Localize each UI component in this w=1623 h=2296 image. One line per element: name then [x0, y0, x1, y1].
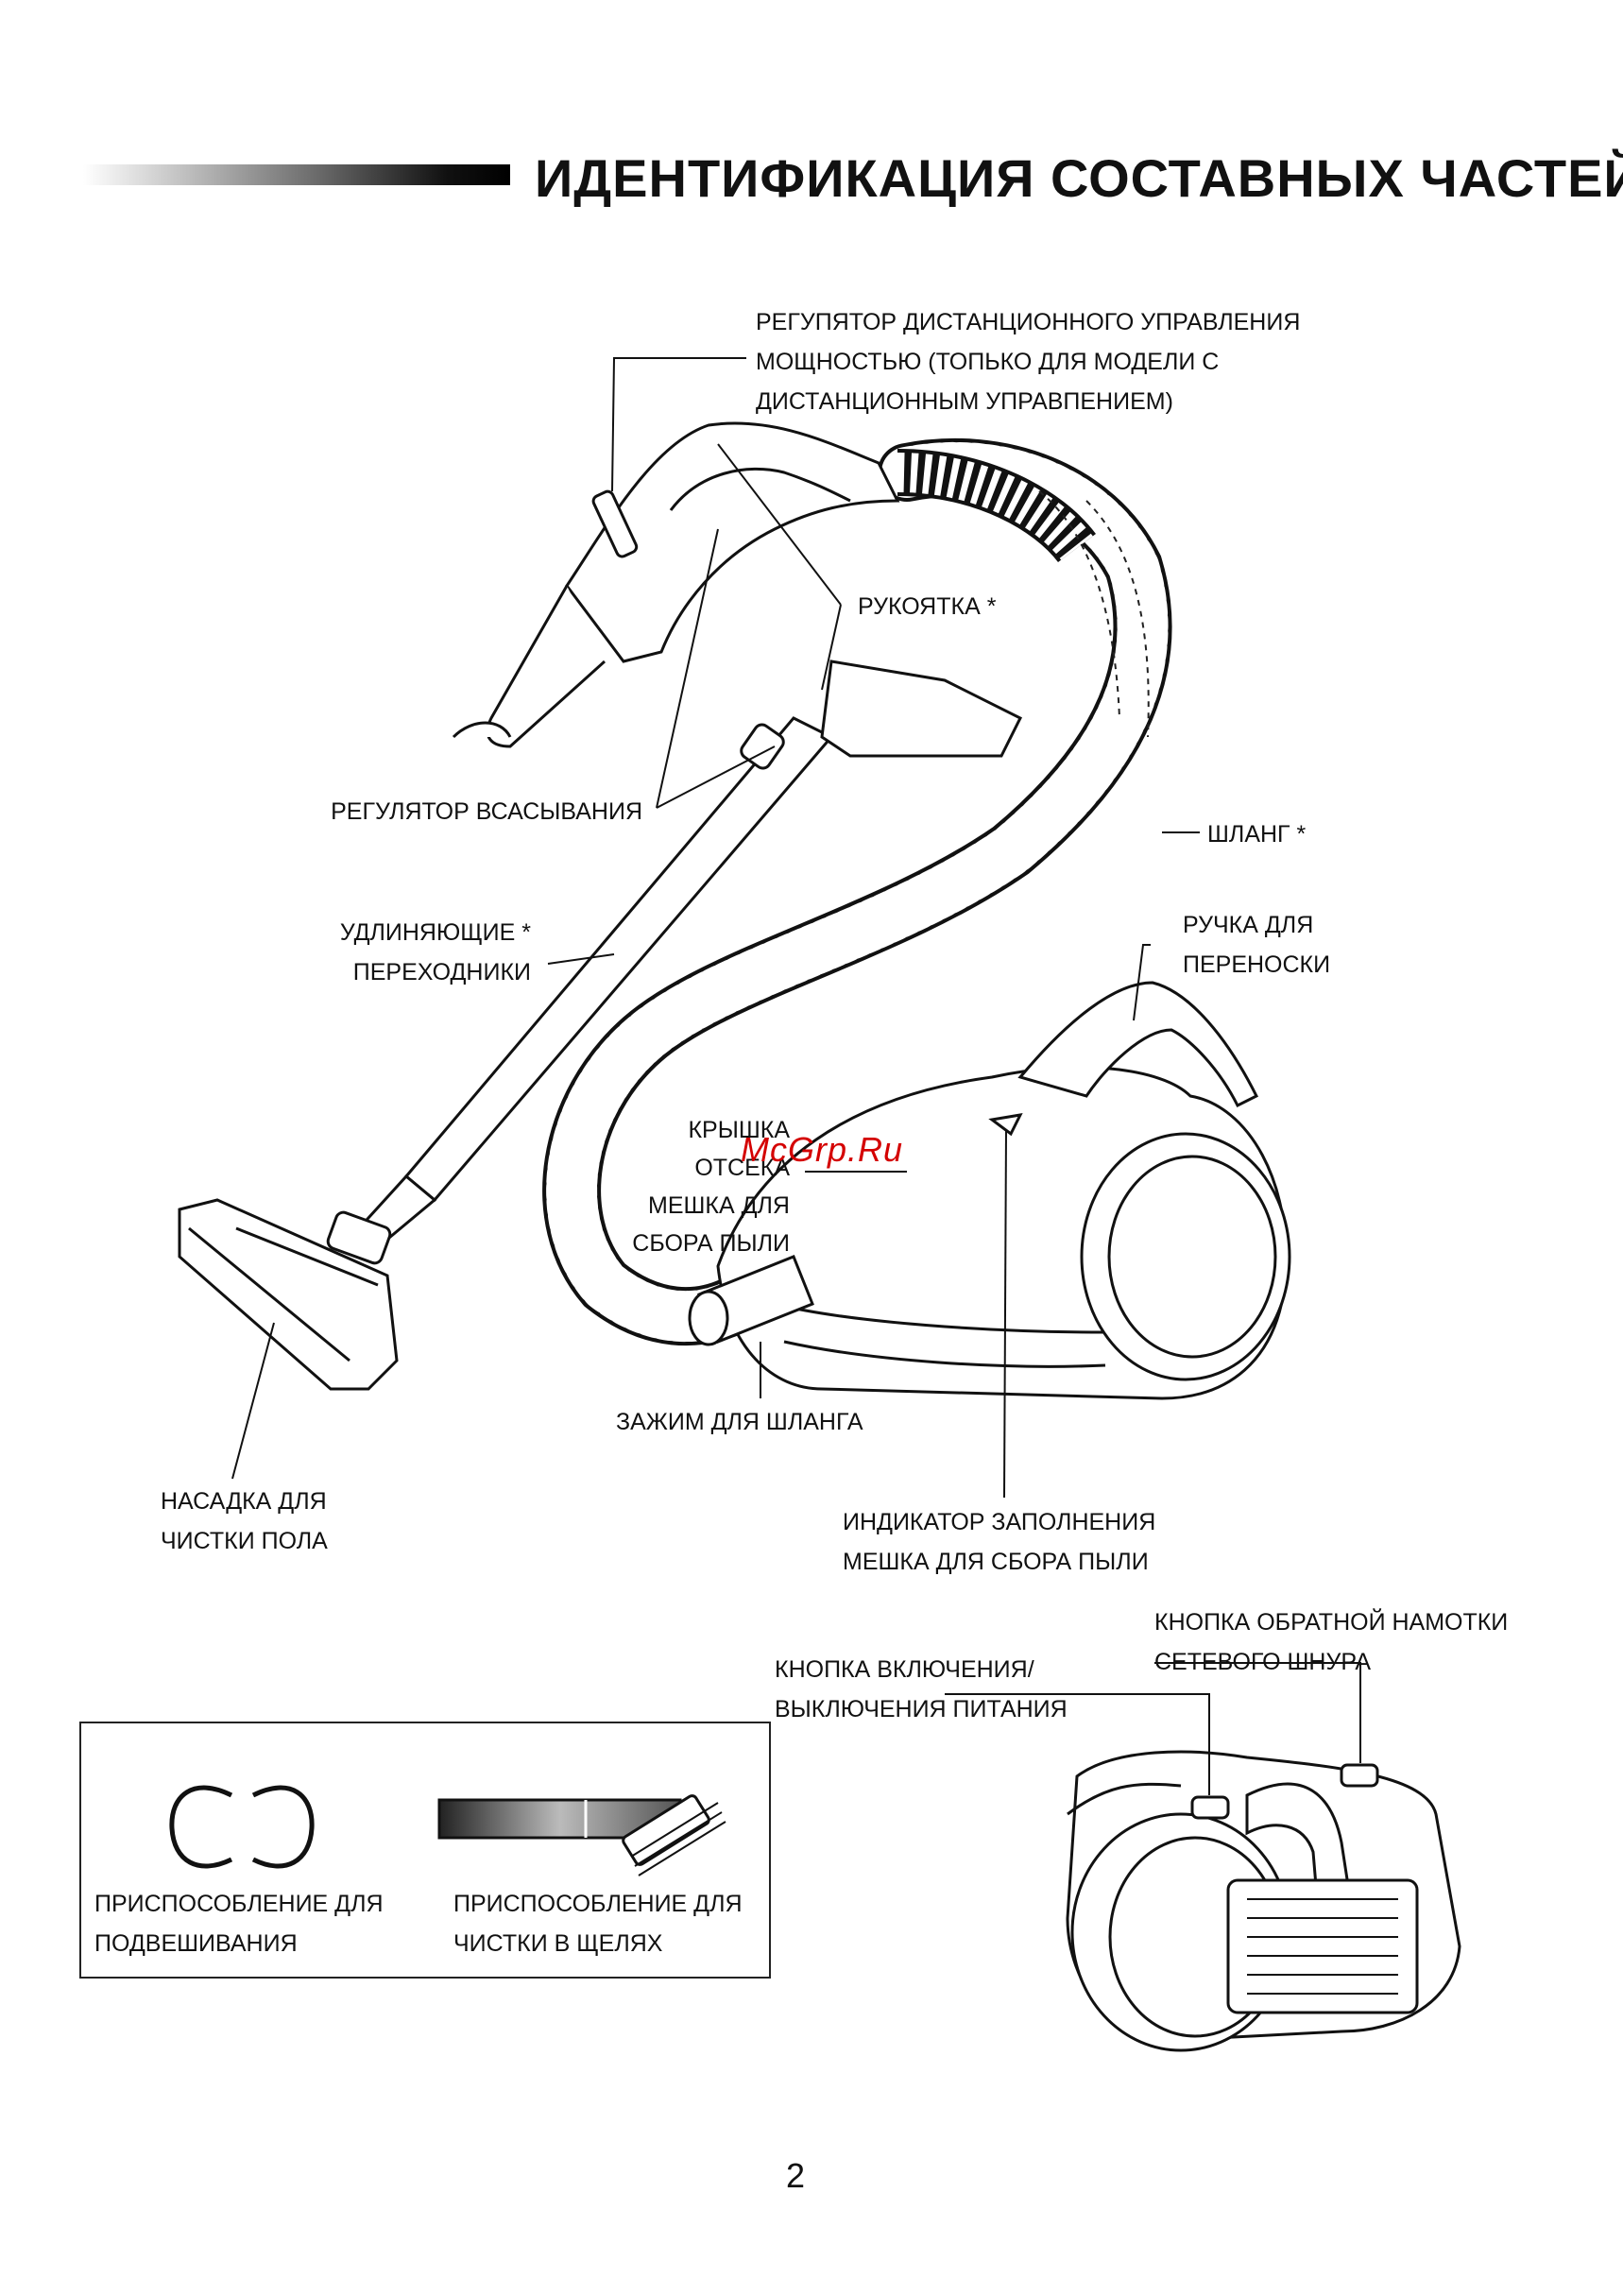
- label-cord-rewind-button: КНОПКА ОБРАТНОЙ НАМОТКИ СЕТЕВОГО ШНУРА: [1154, 1602, 1508, 1682]
- suction-leader: [656, 745, 776, 809]
- label-remote-control: РЕГУПЯТОР ДИСТАНЦИОННОГО УПРАВЛЕНИЯ МОЩН…: [756, 302, 1300, 421]
- cover-line-3: МЕШКА ДЛЯ: [648, 1192, 790, 1219]
- detail-leaders: [945, 1662, 1361, 1795]
- hanger-clip-icon: [169, 1785, 315, 1869]
- label-hose: ШЛАНГ *: [1207, 821, 1307, 848]
- carry-line-2: ПЕРЕНОСКИ: [1183, 951, 1331, 978]
- cover-line-1: КРЫШКА: [688, 1117, 790, 1143]
- floor-nozzle: [178, 1198, 399, 1391]
- label-hose-clamp: ЗАЖИМ ДЛЯ ШЛАНГА: [616, 1409, 863, 1435]
- indicator-leader: [1003, 1128, 1007, 1499]
- nozzle-line-1: НАСАДКА ДЛЯ: [161, 1488, 327, 1515]
- extension-leader: [547, 953, 615, 965]
- handle-leader: [821, 604, 842, 691]
- watermark: McGrp.Ru: [741, 1130, 904, 1169]
- label-extension-tubes: УДЛИНЯЮЩИЕ * ПЕРЕХОДНИКИ: [283, 913, 531, 992]
- detail-view: [1066, 1750, 1461, 2052]
- extension-line-2: ПЕРЕХОДНИКИ: [352, 959, 531, 985]
- carry-line-1: РУЧКА ДЛЯ: [1183, 912, 1314, 938]
- indicator-line-2: МЕШКА ДЛЯ СБОРА ПЫЛИ: [843, 1549, 1149, 1575]
- vacuum-body: [688, 981, 1291, 1400]
- power-line-1: КНОПКА ВКЛЮЧЕНИЯ/: [775, 1656, 1034, 1683]
- remote-leader: [611, 357, 746, 492]
- label-carry-handle: РУЧКА ДЛЯ ПЕРЕНОСКИ: [1183, 905, 1330, 985]
- page-title: ИДЕНТИФИКАЦИЯ СОСТАВНЫХ ЧАСТЕЙ: [535, 148, 1623, 208]
- nozzle-leader: [231, 1322, 275, 1480]
- carry-leader: [1133, 944, 1151, 1021]
- label-floor-nozzle: НАСАДКА ДЛЯ ЧИСТКИ ПОЛА: [161, 1482, 328, 1561]
- cord-rewind-line-1: КНОПКА ОБРАТНОЙ НАМОТКИ: [1154, 1609, 1509, 1636]
- label-dust-bag-cover: КРЫШКА ОТСЕКА МЕШКА ДЛЯ СБОРА ПЫЛИ: [567, 1111, 790, 1262]
- power-line-2: ВЫКЛЮЧЕНИЯ ПИТАНИЯ: [775, 1696, 1068, 1722]
- label-handle: РУКОЯТКА *: [858, 593, 997, 620]
- remote-line-3: ДИСТАНЦИОННЫМ УПРАВПЕНИЕМ): [756, 388, 1173, 415]
- crevice-brush-icon: [437, 1794, 726, 1876]
- crevice-line-1: ПРИСПОСОБЛЕНИЕ ДЛЯ: [453, 1891, 743, 1917]
- hanger-line-2: ПОДВЕШИВАНИЯ: [94, 1930, 298, 1957]
- remote-line-1: РЕГУПЯТОР ДИСТАНЦИОННОГО УПРАВЛЕНИЯ: [756, 309, 1301, 335]
- label-suction-regulator: РЕГУЛЯТОР ВСАСЫВАНИЯ: [331, 798, 642, 825]
- cord-rewind-button-shape: [1340, 1763, 1379, 1788]
- upper-hose: [897, 449, 1150, 738]
- nozzle-line-2: ЧИСТКИ ПОЛА: [161, 1528, 328, 1554]
- cord-rewind-line-2: СЕТЕВОГО ШНУРА: [1154, 1649, 1372, 1675]
- leader-lines: [231, 357, 1200, 1499]
- cover-line-4: СБОРА ПЫЛИ: [632, 1230, 790, 1257]
- extension-line-1: УДЛИНЯЮЩИЕ *: [339, 919, 531, 946]
- accessory-crevice-label: ПРИСПОСОБЛЕНИЕ ДЛЯ ЧИСТКИ В ЩЕЛЯХ: [453, 1884, 743, 1963]
- label-bag-full-indicator: ИНДИКАТОР ЗАПОЛНЕНИЯ МЕШКА ДЛЯ СБОРА ПЫЛ…: [843, 1502, 1155, 1582]
- crevice-line-2: ЧИСТКИ В ЩЕЛЯХ: [453, 1930, 663, 1957]
- accessory-hanger-label: ПРИСПОСОБЛЕНИЕ ДЛЯ ПОДВЕШИВАНИЯ: [94, 1884, 384, 1963]
- cover-line-2: ОТСЕКА: [694, 1155, 790, 1181]
- remote-handle: [452, 421, 900, 748]
- indicator-line-1: ИНДИКАТОР ЗАПОЛНЕНИЯ: [843, 1509, 1156, 1535]
- label-power-button: КНОПКА ВКЛЮЧЕНИЯ/ ВЫКЛЮЧЕНИЯ ПИТАНИЯ: [775, 1650, 1068, 1729]
- remote-line-2: МОЩНОСТЬЮ (ТОПЬКО ДЛЯ МОДЕЛИ С: [756, 349, 1220, 375]
- power-button-shape: [1190, 1795, 1230, 1820]
- hanger-line-1: ПРИСПОСОБЛЕНИЕ ДЛЯ: [94, 1891, 384, 1917]
- page-number: 2: [786, 2156, 806, 2195]
- accessories-box: [79, 1722, 771, 1979]
- title-gradient-bar: [83, 164, 510, 185]
- hose: [542, 437, 1172, 1346]
